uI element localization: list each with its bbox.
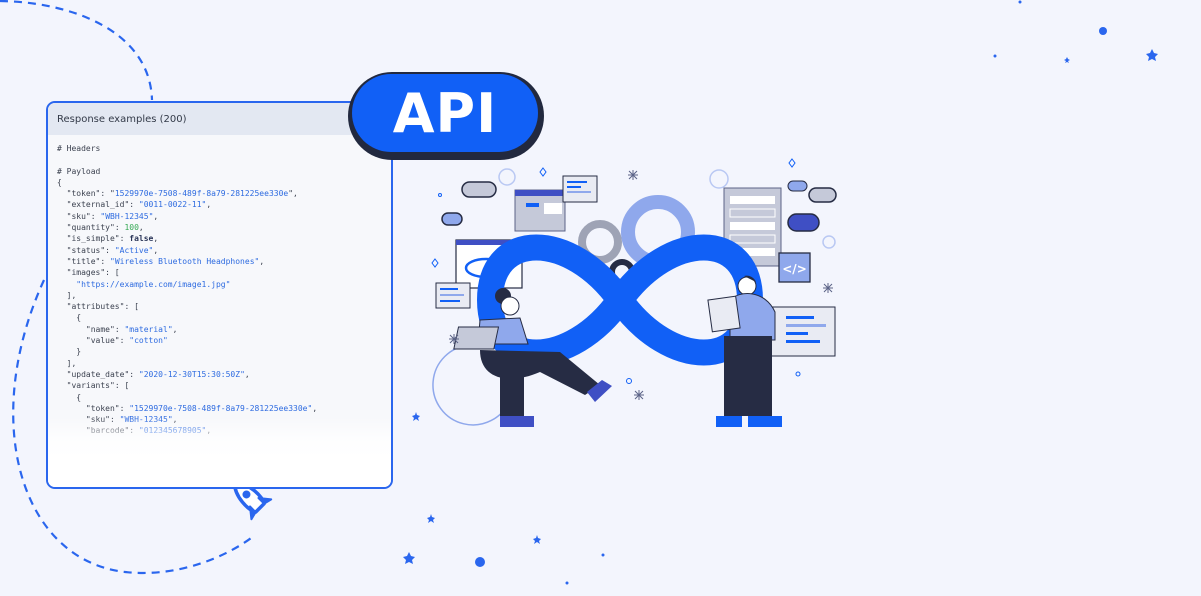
pill-shape [441, 212, 463, 226]
diamond-icon [788, 158, 796, 168]
dashed-path-top [0, 0, 154, 101]
dot-icon [565, 581, 569, 585]
json-value: 100 [124, 223, 139, 233]
json-key: "variants" [66, 381, 115, 391]
json-key: "title" [66, 256, 101, 266]
sparkle-icon [823, 283, 833, 293]
gear-outline-icon [432, 344, 511, 426]
json-key: "images" [66, 268, 106, 278]
json-value: material [129, 324, 168, 334]
json-key: "is_simple" [66, 234, 120, 244]
diamond-icon [539, 167, 547, 177]
json-key: "token" [85, 403, 120, 413]
dashed-path-bottom [12, 279, 256, 575]
star-icon [1146, 49, 1158, 61]
gear-icon [709, 169, 729, 189]
developers-infinity-illustration: </> [431, 158, 837, 427]
json-value: 1529970e-7508-489f-8a79-281225ee330e [134, 403, 308, 413]
dot-icon [438, 193, 442, 197]
dot-icon [475, 557, 485, 567]
star-icon [1064, 57, 1070, 63]
card-title: Response examples (200) [57, 113, 187, 125]
json-key: "value" [85, 336, 120, 346]
dot-icon [795, 371, 801, 377]
code-fade-overlay [48, 417, 391, 487]
developer-sitting [453, 288, 612, 427]
json-key: "name" [85, 324, 115, 334]
card-header: Response examples (200) [48, 103, 391, 135]
json-value: Active [119, 245, 149, 255]
headers-comment: # Headers [57, 144, 101, 153]
json-value: 0011-0022-11 [143, 200, 202, 210]
dot-icon [1099, 27, 1107, 35]
svg-text:</>: </> [782, 262, 807, 276]
sparkle-icon [628, 170, 638, 180]
json-key: "attributes" [66, 302, 125, 312]
json-value: WBH-12345 [105, 211, 149, 221]
dot-icon [1018, 0, 1022, 4]
pill-shape [787, 180, 808, 192]
dot-icon [601, 553, 605, 557]
sparkle-icon [634, 390, 644, 400]
json-value: Wireless Bluetooth Headphones [114, 256, 255, 266]
star-icon [427, 514, 435, 523]
json-value: https://example.com/image1.jpg [81, 279, 226, 289]
pill-shape [461, 181, 497, 198]
json-key: "quantity" [66, 223, 115, 233]
star-icon [403, 552, 415, 564]
gear-icon [822, 235, 836, 249]
browser-window-icon [514, 189, 566, 232]
json-value: 1529970e-7508-489f-8a79-281225ee330e [114, 189, 289, 199]
api-badge: API [352, 74, 538, 152]
code-snippet-panel [435, 282, 471, 309]
diamond-icon [431, 258, 439, 268]
pill-shape [787, 213, 820, 232]
json-key: "update_date" [66, 369, 130, 379]
code-snippet-panel [562, 175, 598, 203]
payload-comment: # Payload [57, 166, 101, 176]
json-key: "status" [66, 245, 106, 255]
json-value: cotton [134, 336, 163, 346]
sparkle-icon [449, 334, 459, 344]
json-value: false [129, 234, 154, 244]
json-value: 2020-12-30T15:30:50Z [143, 369, 241, 379]
json-key: "token" [66, 189, 101, 199]
code-snippet-panel [769, 306, 836, 357]
star-icon [412, 412, 420, 421]
api-badge-label: API [392, 81, 498, 145]
star-icon [533, 535, 541, 544]
pill-shape [808, 187, 837, 203]
dot-icon [993, 54, 997, 58]
developer-standing [707, 275, 782, 427]
dot-icon [626, 378, 632, 384]
response-examples-card: Response examples (200) # Headers # Payl… [46, 101, 393, 489]
code-block: # Headers # Payload { "token": "1529970e… [48, 135, 391, 437]
code-tag-icon: </> [778, 252, 811, 283]
json-key: "external_id" [66, 200, 130, 210]
server-panel-icon [723, 187, 782, 267]
gear-icon [498, 168, 516, 186]
json-key: "sku" [66, 211, 91, 221]
